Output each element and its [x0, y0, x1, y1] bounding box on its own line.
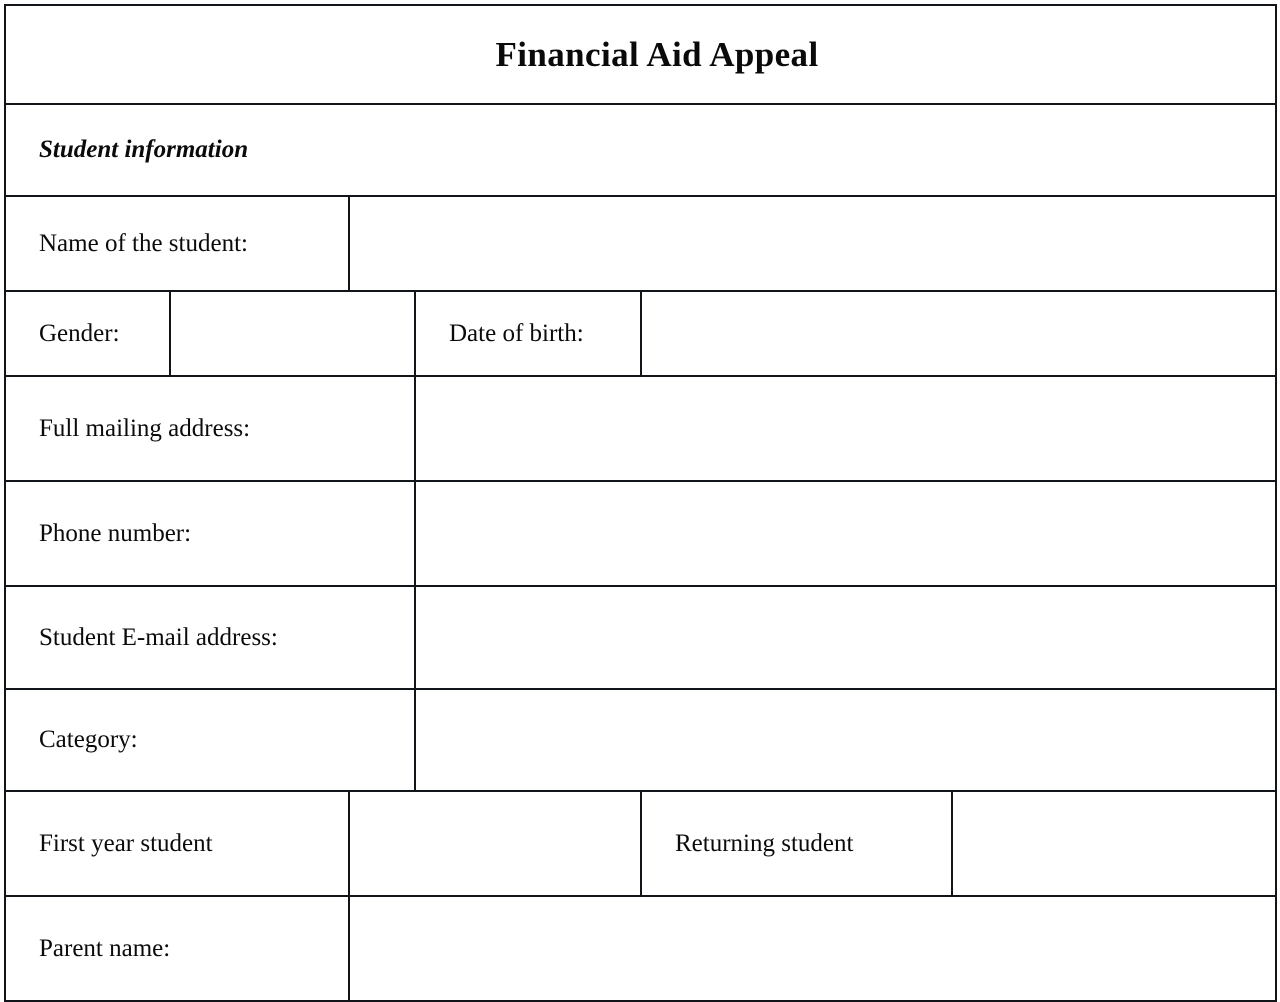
label-returning-student-text: Returning student [675, 829, 854, 857]
section-heading-student-information: Student information [39, 136, 249, 163]
row-name-of-student: Name of the student: [4, 195, 1278, 292]
label-full-mailing-address-text: Full mailing address: [39, 414, 251, 442]
form-title-cell: Financial Aid Appeal [3, 4, 1278, 105]
label-first-year-student: First year student [4, 790, 350, 897]
page-title: Financial Aid Appeal [495, 34, 819, 74]
label-gender-text: Gender: [39, 319, 120, 347]
input-name-of-student[interactable] [347, 195, 1278, 292]
row-student-status: First year student Returning student [4, 790, 1278, 897]
label-name-of-student: Name of the student: [4, 195, 350, 292]
form-table: Financial Aid Appeal Student information… [3, 4, 1278, 1002]
financial-aid-appeal-form: Financial Aid Appeal Student information… [0, 4, 1280, 1002]
row-gender-dob: Gender: Date of birth: [4, 290, 1278, 377]
input-student-email-address[interactable] [413, 585, 1278, 690]
form-title-row: Financial Aid Appeal [3, 4, 1278, 105]
section-heading-row: Student information [3, 103, 1278, 197]
section-heading-cell: Student information [3, 103, 1278, 197]
label-category: Category: [4, 688, 416, 792]
label-first-year-student-text: First year student [39, 829, 213, 857]
input-gender[interactable] [169, 290, 416, 377]
label-phone-number: Phone number: [4, 480, 416, 587]
label-parent-name: Parent name: [4, 895, 350, 1002]
label-returning-student: Returning student [640, 790, 953, 897]
row-parent-name: Parent name: [4, 895, 1278, 1002]
checkbox-first-year-student[interactable] [348, 790, 642, 897]
label-date-of-birth: Date of birth: [414, 290, 642, 377]
row-student-email-address: Student E-mail address: [4, 585, 1278, 690]
input-date-of-birth[interactable] [639, 290, 1278, 377]
label-student-email-address-text: Student E-mail address: [39, 623, 278, 651]
label-phone-number-text: Phone number: [39, 519, 192, 547]
input-full-mailing-address[interactable] [413, 375, 1278, 482]
label-name-of-student-text: Name of the student: [39, 229, 248, 257]
label-date-of-birth-text: Date of birth: [449, 319, 584, 347]
input-parent-name[interactable] [347, 895, 1278, 1002]
row-category: Category: [4, 688, 1278, 792]
label-parent-name-text: Parent name: [39, 934, 171, 962]
row-full-mailing-address: Full mailing address: [4, 375, 1278, 482]
label-gender: Gender: [4, 290, 171, 377]
label-full-mailing-address: Full mailing address: [4, 375, 416, 482]
checkbox-returning-student[interactable] [950, 790, 1278, 897]
label-student-email-address: Student E-mail address: [4, 585, 416, 690]
label-category-text: Category: [39, 726, 138, 753]
input-category[interactable] [413, 688, 1278, 792]
input-phone-number[interactable] [413, 480, 1278, 587]
row-phone-number: Phone number: [4, 480, 1278, 587]
